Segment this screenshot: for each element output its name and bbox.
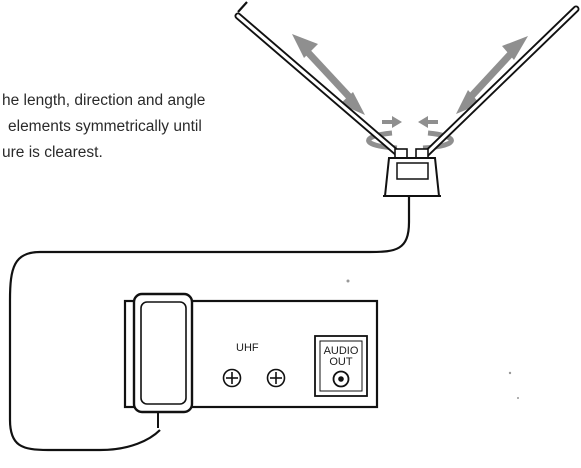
hub-inward-arrows: [382, 116, 438, 128]
audio-out-label-line2: OUT: [329, 356, 353, 368]
tv-back-panel: UHF AUDIO OUT: [123, 292, 379, 428]
antenna-base: [383, 157, 441, 197]
audio-out-jack-icon: [332, 370, 350, 388]
instruction-line-1: he length, direction and angle: [2, 92, 205, 109]
audio-out-label-line1: AUDIO: [324, 345, 359, 357]
uhf-terminal-right: [266, 368, 286, 388]
uhf-terminal-left: [222, 368, 242, 388]
audio-out-jack-box: AUDIO OUT: [314, 335, 368, 397]
cable-plug: [132, 292, 194, 428]
left-length-arrow: [292, 34, 365, 115]
uhf-label: UHF: [236, 342, 259, 354]
instruction-line-2: elements symmetrically until: [8, 118, 202, 135]
paper-specks: [346, 279, 519, 399]
right-length-arrow: [456, 36, 528, 114]
instruction-line-3: ure is clearest.: [2, 144, 103, 161]
right-antenna-rod: [419, 5, 580, 161]
antenna-cable: [8, 196, 411, 452]
rabbit-ear-antenna: [234, 1, 580, 197]
left-antenna-rod: [234, 1, 406, 161]
instruction-text: he length, direction and angle elements …: [2, 92, 205, 161]
